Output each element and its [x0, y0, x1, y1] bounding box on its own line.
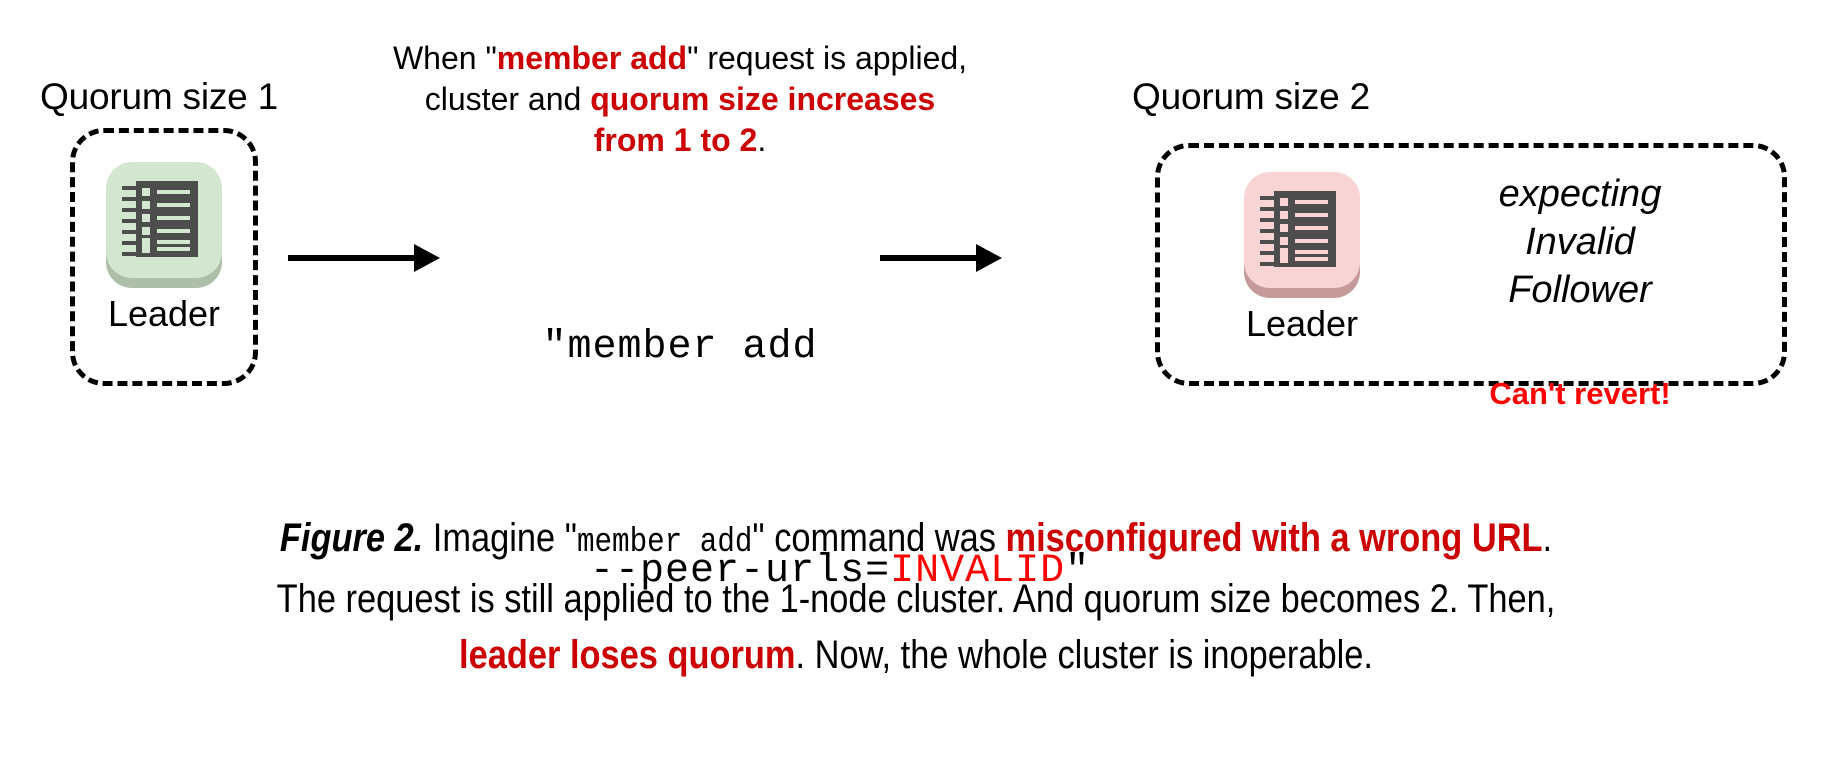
- icon-notebook-body: [1274, 191, 1336, 267]
- command-line-2-pre: --peer-urls=: [590, 549, 891, 594]
- cant-revert-warning: Can't revert!: [1489, 376, 1671, 411]
- caption-seg-4: . Now, the whole cluster is inoperable.: [795, 633, 1373, 677]
- command-invalid-value: INVALID: [890, 549, 1066, 594]
- figure-caption: Figure 2. Imagine "member add" command w…: [128, 510, 1704, 683]
- top-annotation: When "member add" request is applied, cl…: [380, 38, 980, 161]
- expecting-note: expecting Invalid Follower: [1430, 170, 1730, 314]
- icon-notebook-body: [136, 181, 198, 257]
- right-cluster-box: [1155, 143, 1787, 386]
- tn1-pre: When ": [392, 40, 497, 76]
- command-line-2-post: ": [1065, 549, 1091, 594]
- expecting-line-3: Follower: [1508, 269, 1652, 311]
- caption-emphasis-1: misconfigured with a wrong URL: [1005, 516, 1543, 560]
- figure-canvas: Quorum size 1: [40, 38, 1787, 683]
- caption-mono-command: member add: [576, 524, 753, 562]
- caption-seg-1: Imagine ": [423, 516, 577, 560]
- caption-figure-number: Figure 2.: [279, 516, 424, 560]
- tn3-post: .: [757, 122, 767, 158]
- left-node: Leader: [102, 158, 226, 332]
- command-text: "member add --peer-urls=INVALID": [440, 208, 1089, 768]
- notebook-icon: [102, 158, 226, 288]
- top-annotation-line-3: from 1 to 2.: [380, 120, 980, 161]
- tn1-post: " request is applied,: [687, 40, 968, 76]
- right-node: Leader: [1240, 168, 1364, 342]
- caption-line-2: The request is still applied to the 1-no…: [276, 577, 1556, 621]
- left-cluster-label: Quorum size 1: [40, 76, 278, 117]
- caption-seg-2: " command was: [752, 516, 1006, 560]
- top-annotation-line-2: cluster and quorum size increases: [380, 79, 980, 120]
- tn2-em: quorum size increases: [590, 81, 936, 117]
- expecting-line-2: Invalid: [1525, 221, 1635, 263]
- command-line-2: --peer-urls=INVALID": [440, 488, 1089, 656]
- caption-line-1: Figure 2. Imagine "member add" command w…: [128, 510, 1704, 571]
- right-node-caption: Leader: [1245, 303, 1359, 344]
- top-annotation-line-1: When "member add" request is applied,: [380, 38, 980, 79]
- tn1-em: member add: [496, 40, 688, 76]
- tn3-em: from 1 to 2: [593, 122, 758, 158]
- caption-seg-3: .: [1542, 516, 1553, 560]
- notebook-icon: [1240, 168, 1364, 298]
- right-cluster-label: Quorum size 2: [1132, 76, 1370, 117]
- caption-emphasis-2: leader loses quorum: [459, 633, 796, 677]
- left-node-caption: Leader: [107, 293, 221, 334]
- expecting-line-1: expecting: [1498, 173, 1662, 215]
- caption-line-3: leader loses quorum. Now, the whole clus…: [128, 627, 1704, 683]
- left-cluster-box: [70, 128, 258, 386]
- command-line-1: "member add: [542, 325, 818, 370]
- tn2-pre: cluster and: [424, 81, 591, 117]
